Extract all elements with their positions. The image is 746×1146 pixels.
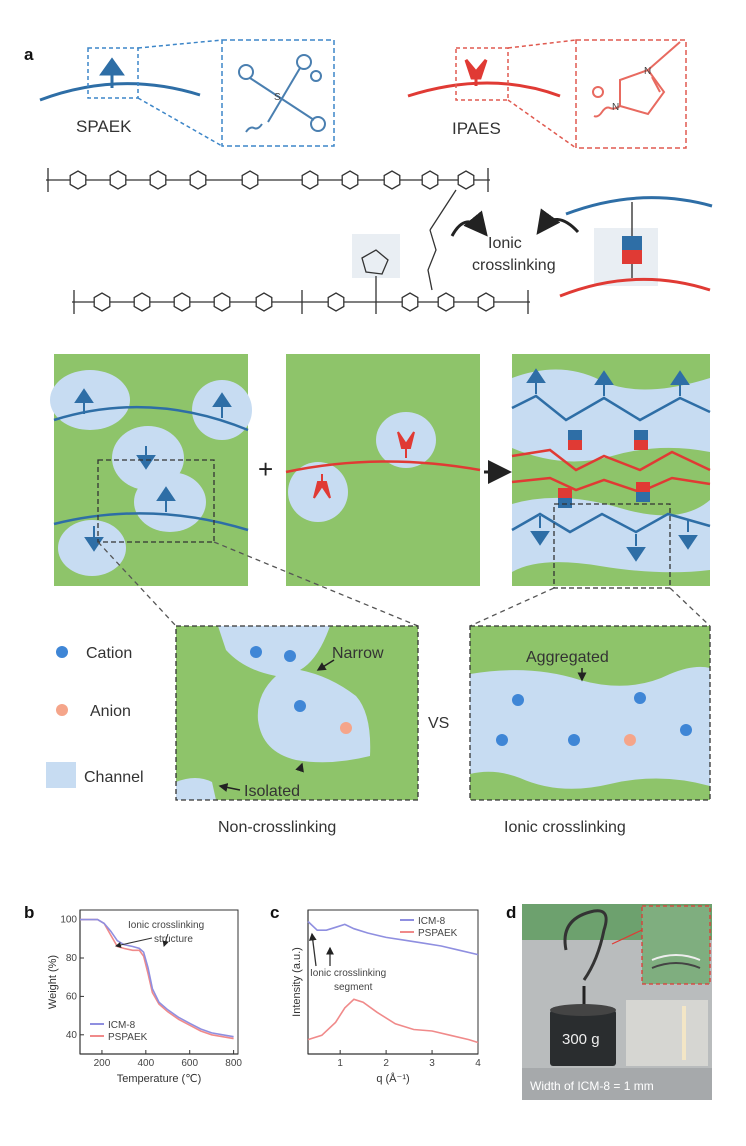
benzene-ring (149, 170, 167, 190)
ipaes-label: IPAES (452, 119, 501, 138)
plus-sign: + (258, 454, 273, 484)
c-series-icm-8 (307, 920, 479, 956)
b-series-icm-8 (80, 918, 234, 1038)
saxs-annotation-1: Ionic crosslinking (310, 968, 386, 979)
legend-label: ICM-8 (108, 1020, 136, 1031)
ionic-label-1: Ionic (488, 235, 522, 252)
c-series-pspaek (307, 998, 479, 1044)
svg-text:S: S (274, 92, 281, 103)
legend-cation: Cation (86, 645, 132, 662)
x-tick-label: 200 (94, 1058, 111, 1069)
ionic-crosslinking-callout: Ionic crosslinking (450, 208, 580, 274)
panel-b-letter: b (24, 903, 34, 922)
benzene-ring (327, 292, 345, 312)
legend: Cation Anion Channel (46, 645, 144, 788)
photo-panel: 300 g Width of ICM-8 = 1 mm (522, 904, 712, 1100)
c-plot-frame (307, 909, 479, 1055)
x-tick-label: 1 (337, 1058, 343, 1069)
x-tick-label: 600 (181, 1058, 198, 1069)
y-tick-label: 80 (66, 953, 78, 964)
weight-label: 300 g (562, 1031, 600, 1048)
tga-chart: 200 400 600 800 100 80 60 40 Temperature (℃) We… (47, 909, 242, 1085)
ionic-crosslinking-zoom: Aggregated (469, 625, 711, 801)
y-tick-label: 100 (60, 915, 77, 926)
legend-label: PSPAEK (108, 1032, 148, 1043)
isolated-label: Isolated (244, 783, 300, 800)
benzene-ring (301, 170, 319, 190)
benzene-ring (133, 292, 151, 312)
spaek-schematic: S SPAEK (39, 39, 335, 147)
photo-caption: Width of ICM-8 = 1 mm (530, 1079, 654, 1093)
cation-marker (56, 646, 68, 658)
spaek-label: SPAEK (76, 117, 132, 136)
saxs-chart: 1 2 3 4 q (Å⁻¹) Intensity (a.u.) Ionic cros… (291, 909, 481, 1085)
panel-d-letter: d (506, 903, 516, 922)
legend-channel: Channel (84, 769, 144, 786)
tga-x-label: Temperature (℃) (117, 1073, 202, 1085)
narrow-label: Narrow (332, 645, 384, 662)
x-tick-label: 4 (475, 1058, 481, 1069)
x-tick-label: 400 (137, 1058, 154, 1069)
legend-label: ICM-8 (418, 916, 446, 927)
benzene-ring (109, 170, 127, 190)
saxs-x-label: q (Å⁻¹) (376, 1072, 409, 1085)
zoom-connectors (97, 541, 711, 627)
benzene-ring (477, 292, 495, 312)
benzene-ring (93, 292, 111, 312)
ipaes-schematic: N N IPAES (407, 39, 687, 149)
svg-text:N: N (612, 102, 619, 113)
tga-annotation-2: structure (154, 934, 193, 945)
inset-ruler (626, 1000, 708, 1066)
benzene-ring (401, 292, 419, 312)
x-tick-label: 2 (383, 1058, 389, 1069)
panel-c-letter: c (270, 903, 279, 922)
weight-object (550, 1010, 616, 1066)
benzene-ring (341, 170, 359, 190)
tga-y-label: Weight (%) (47, 955, 59, 1009)
spaek-morphology-box (50, 354, 252, 586)
ionic-label-2: crosslinking (472, 257, 556, 274)
x-tick-label: 800 (225, 1058, 242, 1069)
inset-closeup (641, 905, 711, 985)
legend-label: PSPAEK (418, 928, 458, 939)
benzene-ring (437, 292, 455, 312)
crosslink-points (558, 430, 650, 508)
caption-non-crosslinking: Non-crosslinking (218, 819, 336, 836)
benzene-ring (69, 170, 87, 190)
vs-label: VS (428, 715, 449, 732)
non-crosslinking-zoom: Narrow Isolated (175, 625, 419, 801)
benzene-ring (255, 292, 273, 312)
tga-annotation-1: Ionic crosslinking (128, 920, 204, 931)
y-tick-label: 40 (66, 1030, 78, 1041)
channel-marker (46, 762, 76, 788)
aggregated-label: Aggregated (526, 649, 609, 666)
benzene-ring (213, 292, 231, 312)
panel-a-letter: a (24, 45, 34, 64)
anion-marker (56, 704, 68, 716)
caption-ionic-crosslinking: Ionic crosslinking (504, 819, 626, 836)
ipaes-morphology-box (285, 354, 481, 586)
benzene-ring (457, 170, 475, 190)
benzene-ring (241, 170, 259, 190)
crosslink-diagram (559, 196, 713, 298)
legend-anion: Anion (90, 703, 131, 720)
benzene-ring (421, 170, 439, 190)
saxs-annotation-2: segment (334, 982, 373, 993)
benzene-ring (173, 292, 191, 312)
sulfonate-structure (238, 54, 326, 133)
icm-morphology-box (511, 354, 711, 589)
benzene-ring (383, 170, 401, 190)
benzene-ring (189, 170, 207, 190)
polymer-structure-bottom (72, 234, 530, 314)
y-tick-label: 60 (66, 991, 78, 1002)
saxs-y-label: Intensity (a.u.) (291, 947, 303, 1017)
svg-text:N: N (644, 66, 651, 77)
b-series-pspaek (80, 918, 234, 1040)
imidazolium-structure (592, 41, 681, 118)
x-tick-label: 3 (429, 1058, 435, 1069)
polymer-structure-top (46, 168, 490, 291)
b-plot-frame (79, 909, 239, 1055)
